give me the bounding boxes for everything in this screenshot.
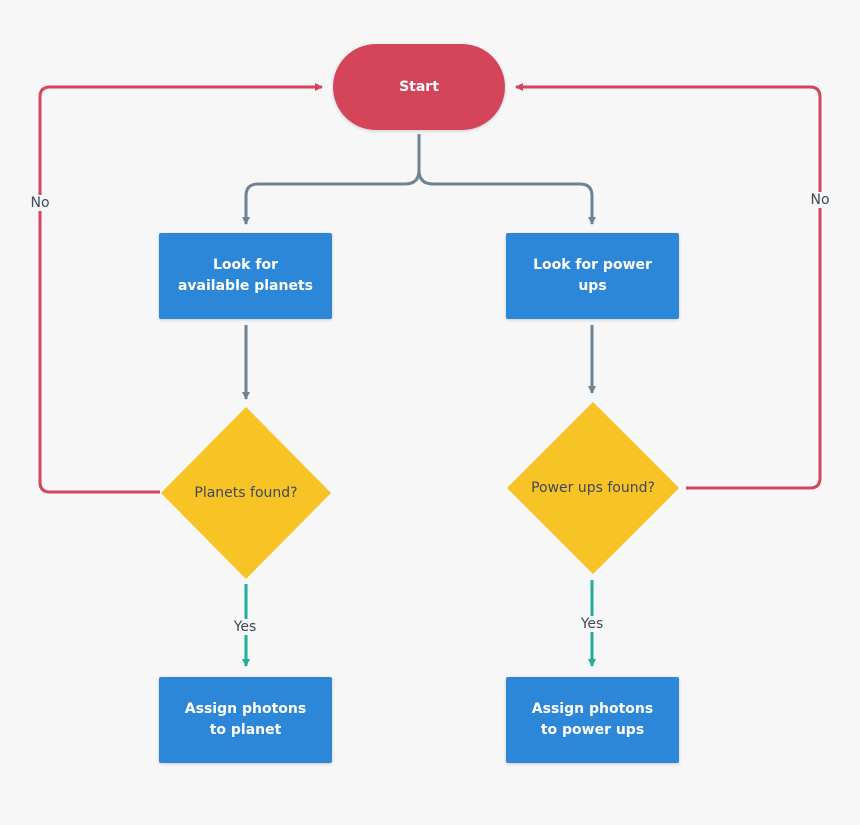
decision-planets-found-shape bbox=[161, 407, 331, 579]
edge-start-split-left bbox=[242, 134, 421, 225]
start-node: Start bbox=[333, 44, 505, 130]
process-look-for-planets: Look for available planets bbox=[159, 233, 332, 319]
edge-label-no-right: No bbox=[808, 192, 832, 208]
edge-label-yes-right: Yes bbox=[578, 616, 606, 632]
process-assign-photons-planet: Assign photons to planet bbox=[159, 677, 332, 763]
process-look-for-power-ups: Look for power ups bbox=[506, 233, 679, 319]
edge-label-no-left: No bbox=[28, 195, 52, 211]
edge-label-yes-left: Yes bbox=[231, 619, 259, 635]
edge-no-left bbox=[38, 83, 323, 494]
process-assign-photons-power-ups: Assign photons to power ups bbox=[506, 677, 679, 763]
decision-power-ups-found-label: Power ups found? bbox=[531, 480, 655, 496]
decision-powerups-found-shape bbox=[507, 402, 679, 574]
edge-no-right bbox=[515, 83, 822, 490]
decision-planets-found-label: Planets found? bbox=[194, 485, 298, 501]
edge-start-split-right bbox=[417, 169, 596, 225]
